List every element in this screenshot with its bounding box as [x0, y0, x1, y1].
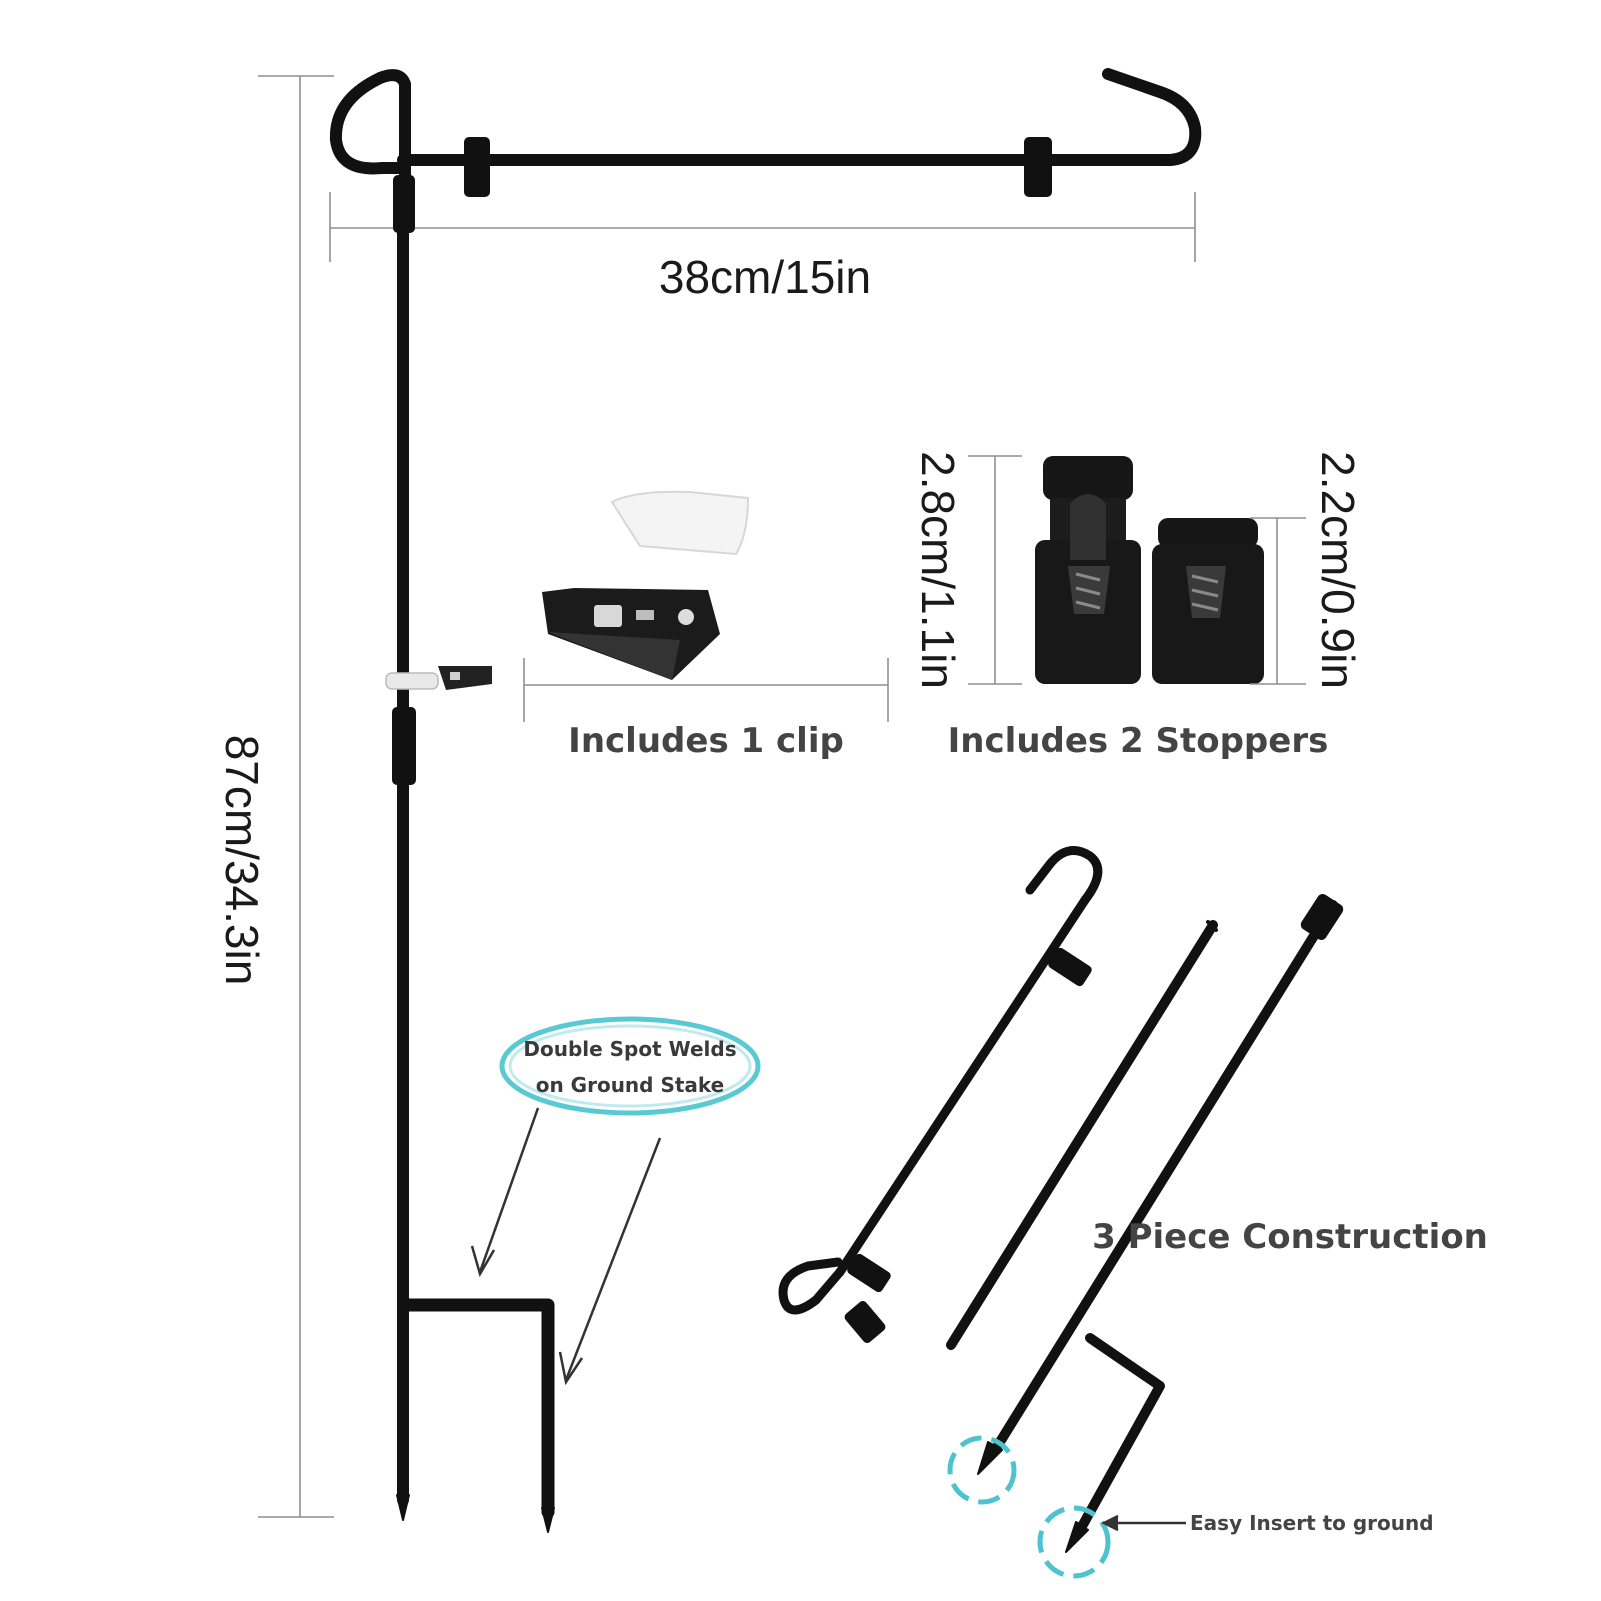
stoppers-image — [1035, 456, 1264, 684]
width-dimension — [329, 192, 1196, 262]
clip-dimension — [523, 658, 889, 722]
callout-arrows — [470, 1107, 662, 1386]
height-label: 87cm/34.3in — [216, 735, 268, 986]
piece-middle-rod — [946, 920, 1218, 1350]
stoppers-caption: Includes 2 Stoppers — [948, 721, 1329, 761]
pole-clip — [385, 666, 492, 690]
large-stopper-dimension — [968, 455, 1022, 685]
large-stopper-label: 2.8cm/1.1in — [912, 451, 964, 689]
callout-line-2: on Ground Stake — [536, 1073, 725, 1097]
callout-line-1: Double Spot Welds — [523, 1037, 736, 1061]
construction-caption: 3 Piece Construction — [1092, 1217, 1488, 1257]
large-stopper — [1035, 456, 1141, 684]
assembled-flag-stand — [329, 68, 1202, 1533]
small-stopper-dimension — [1250, 517, 1306, 685]
small-stopper-label: 2.2cm/0.9in — [1312, 451, 1364, 689]
width-label: 38cm/15in — [659, 251, 871, 303]
insert-caption: Easy Insert to ground — [1190, 1511, 1434, 1535]
insert-arrow — [1101, 1514, 1186, 1532]
insert-highlights — [947, 1435, 1111, 1579]
height-dimension — [258, 75, 334, 1518]
piece-ground-stake — [977, 894, 1344, 1553]
clip-image — [542, 490, 750, 680]
piece-top-arm — [778, 846, 1103, 1344]
clip-caption: Includes 1 clip — [568, 721, 844, 761]
small-stopper — [1152, 518, 1264, 684]
weld-callout — [499, 1016, 761, 1116]
